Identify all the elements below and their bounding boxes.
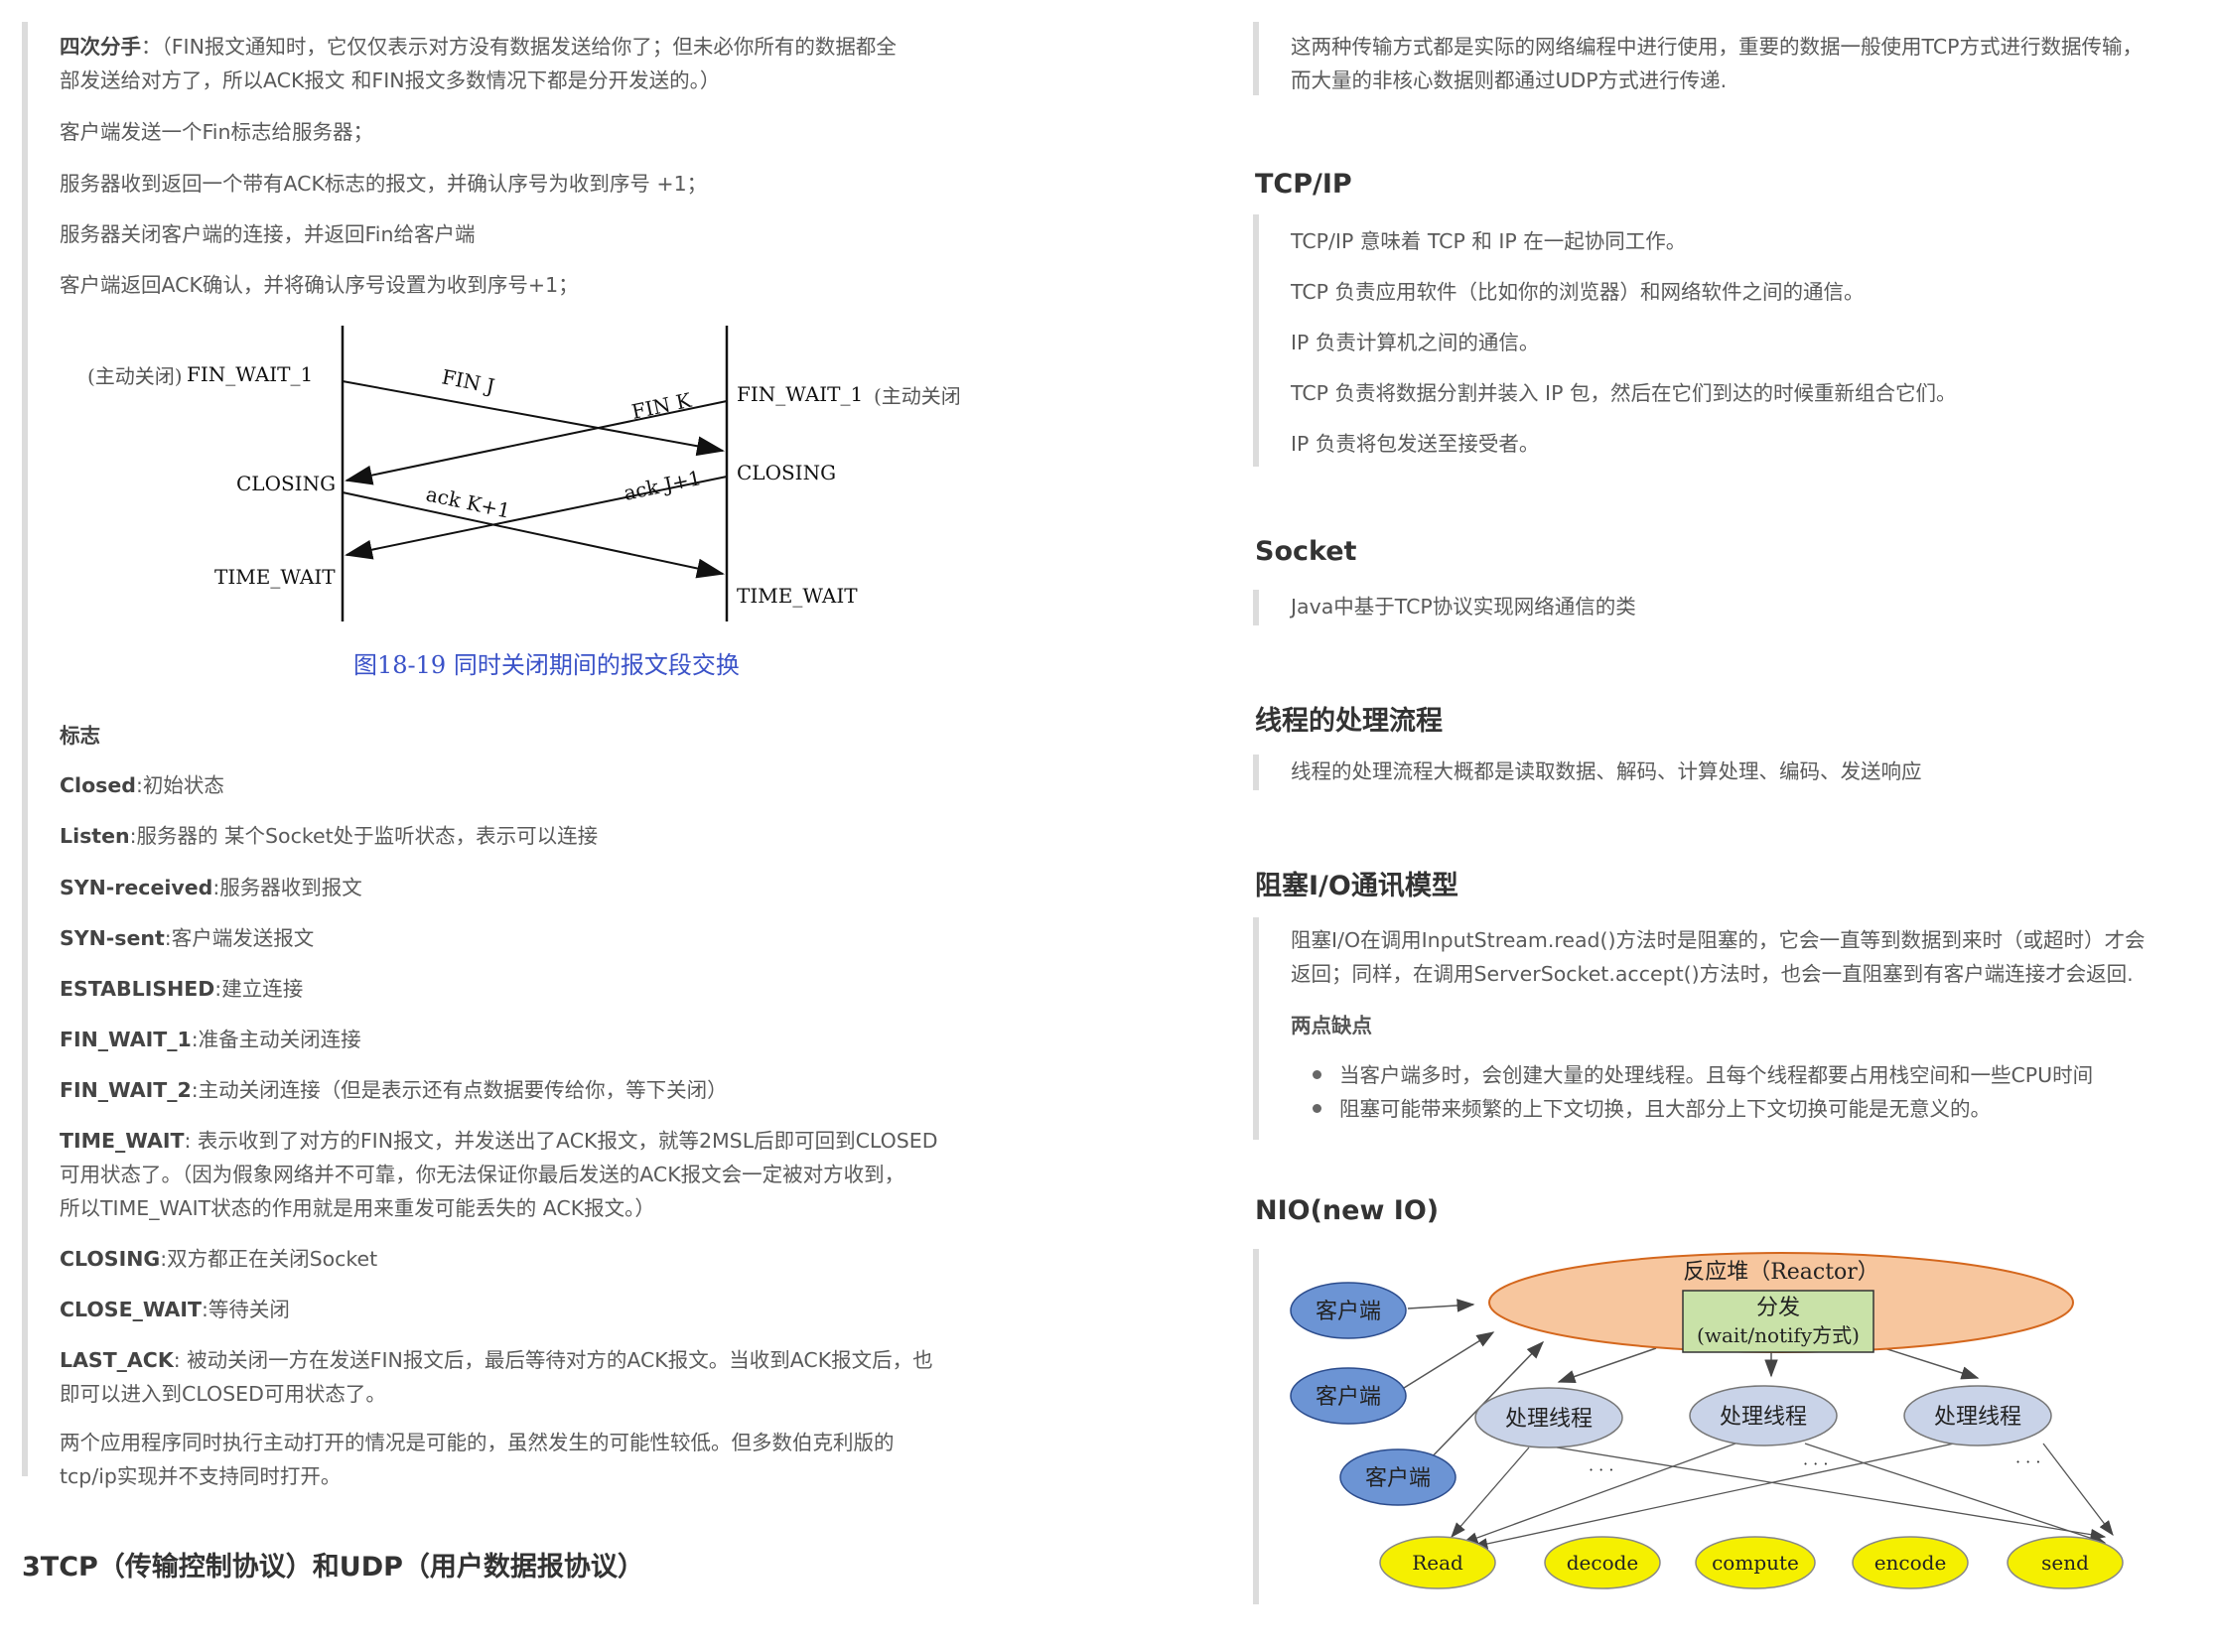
thread-flow-line: 线程的处理流程大概都是读取数据、解码、计算处理、编码、发送响应: [1291, 759, 1922, 783]
flag-listen: Listen:服务器的 某个Socket处于监听状态，表示可以连接: [60, 824, 599, 848]
tcpip-line-5: IP 负责将包发送至接受者。: [1291, 432, 1540, 456]
op-decode-label: decode: [1567, 1551, 1639, 1575]
tcpip-heading: TCP/IP: [1255, 169, 1352, 200]
tcpip-blockquote: TCP/IP 意味着 TCP 和 IP 在一起协同工作。 TCP 负责应用软件（…: [1253, 214, 2216, 467]
bio-heading: 阻塞I/O通讯模型: [1255, 871, 1458, 901]
four-way-handshake-para: 四次分手：（FIN报文通知时，它仅仅表示对方没有数据发送给你了；但未必你所有的数…: [60, 30, 975, 64]
worker-label-1: 处理线程: [1505, 1407, 1593, 1432]
right-active-close-tag: (主动关闭: [874, 384, 961, 408]
op-compute: [1695, 1536, 1816, 1589]
four-way-text-1: ：（FIN报文通知时，它仅仅表示对方没有数据发送给你了；但未必你所有的数据都全: [141, 35, 897, 59]
op-encode-label: encode: [1874, 1551, 1947, 1575]
nio-blockquote: 反应堆（Reactor） 分发 (wait/notify方式) 客户端 客户端 …: [1253, 1249, 2216, 1604]
dispatch-box: [1682, 1290, 1874, 1353]
worker-label-2: 处理线程: [1720, 1405, 1807, 1430]
dots-2: · · ·: [1803, 1454, 1828, 1473]
client-label-1: 客户端: [1316, 1300, 1381, 1324]
dots-1: · · ·: [1589, 1460, 1613, 1479]
bio-blockquote: 阻塞I/O在调用InputStream.read()方法时是阻塞的，它会一直等到…: [1253, 917, 2216, 1140]
msg-ack-k1: ack K+1: [424, 482, 512, 522]
right-time-wait: TIME_WAIT: [737, 584, 858, 608]
left-active-close-tag: (主动关闭): [87, 364, 183, 388]
tcp-udp-heading: 3TCP（传输控制协议）和UDP（用户数据报协议）: [22, 1552, 644, 1583]
flag-established: ESTABLISHED:建立连接: [60, 977, 304, 1001]
flag-syn-received: SYN-received:服务器收到报文: [60, 876, 362, 899]
bio-drawbacks-title: 两点缺点: [1291, 1014, 1372, 1037]
four-way-text-2: 部发送给对方了，所以ACK报文 和FIN报文多数情况下都是分开发送的。）: [60, 69, 721, 92]
nio-heading: NIO(new IO): [1255, 1195, 1440, 1226]
tcpip-line-1: TCP/IP 意味着 TCP 和 IP 在一起协同工作。: [1291, 229, 1687, 253]
socket-heading: Socket: [1255, 536, 1357, 567]
intro-blockquote: 这两种传输方式都是实际的网络编程中进行使用，重要的数据一般使用TCP方式进行数据…: [1253, 22, 2216, 95]
tcpip-line-2: TCP 负责应用软件（比如你的浏览器）和网络软件之间的通信。: [1291, 280, 1865, 304]
op-send-label: send: [2041, 1551, 2089, 1575]
flag-fin-wait-1: FIN_WAIT_1:准备主动关闭连接: [60, 1028, 361, 1051]
flag-closing: CLOSING:双方都正在关闭Socket: [60, 1247, 378, 1271]
tcpip-line-3: IP 负责计算机之间的通信。: [1291, 331, 1540, 354]
worker-node-3: [1903, 1385, 2052, 1446]
tcpip-line-4: TCP 负责将数据分割并装入 IP 包，然后在它们到达的时候重新组合它们。: [1291, 381, 1957, 405]
figure-caption: 图18-19 同时关闭期间的报文段交换: [353, 651, 740, 679]
op-compute-label: compute: [1712, 1551, 1799, 1575]
op-decode: [1544, 1536, 1661, 1589]
left-fin-wait-1: FIN_WAIT_1: [187, 362, 313, 386]
flag-last-ack-line-2: 即可以进入到CLOSED可用状态了。: [60, 1382, 386, 1406]
worker-node-1: [1474, 1387, 1623, 1448]
close-step-3: 服务器关闭客户端的连接，并返回Fin给客户端: [60, 222, 476, 246]
flag-closed: Closed:初始状态: [60, 773, 224, 797]
flag-fin-wait-2: FIN_WAIT_2:主动关闭连接（但是表示还有点数据要传给你，等下关闭）: [60, 1078, 728, 1102]
flag-time-wait: TIME_WAIT: 表示收到了对方的FIN报文，并发送出了ACK报文，就等2M…: [60, 1129, 938, 1153]
four-way-label: 四次分手: [60, 35, 141, 59]
flag-close-wait: CLOSE_WAIT:等待关闭: [60, 1298, 290, 1321]
dispatch-mode-label: (wait/notify方式): [1697, 1323, 1860, 1347]
msg-fin-j: FIN J: [440, 364, 496, 398]
client-label-2: 客户端: [1316, 1385, 1381, 1410]
close-step-2: 服务器收到返回一个带有ACK标志的报文，并确认序号为收到序号 +1；: [60, 172, 708, 196]
simultaneous-open-note-1: 两个应用程序同时执行主动打开的情况是可能的，虽然发生的可能性较低。但多数伯克利版…: [60, 1431, 895, 1454]
dispatch-label: 分发: [1756, 1296, 1800, 1320]
flag-syn-sent: SYN-sent:客户端发送报文: [60, 926, 315, 950]
worker-label-3: 处理线程: [1934, 1405, 2021, 1430]
close-step-1: 客户端发送一个Fin标志给服务器；: [60, 120, 373, 144]
intro-line-2: 而大量的非核心数据则都通过UDP方式进行传递.: [1291, 69, 1728, 92]
intro-line-1: 这两种传输方式都是实际的网络编程中进行使用，重要的数据一般使用TCP方式进行数据…: [1291, 35, 2143, 59]
flag-last-ack: LAST_ACK: 被动关闭一方在发送FIN报文后，最后等待对方的ACK报文。当…: [60, 1348, 933, 1372]
socket-line: Java中基于TCP协议实现网络通信的类: [1291, 595, 1636, 619]
client-node-2: [1290, 1367, 1407, 1425]
thread-flow-heading: 线程的处理流程: [1255, 706, 1443, 737]
bio-line-1: 阻塞I/O在调用InputStream.read()方法时是阻塞的，它会一直等到…: [1291, 928, 2146, 952]
msg-fin-k: FIN K: [629, 388, 694, 424]
op-read: [1379, 1536, 1496, 1589]
worker-node-2: [1689, 1385, 1838, 1446]
tcp-close-blockquote: 四次分手：（FIN报文通知时，它仅仅表示对方没有数据发送给你了；但未必你所有的数…: [22, 22, 975, 1488]
nio-reactor-diagram: 反应堆（Reactor） 分发 (wait/notify方式) 客户端 客户端 …: [1290, 1252, 2124, 1589]
msg-ack-j1: ack J+1: [622, 466, 703, 505]
bio-line-2: 返回；同样，在调用ServerSocket.accept()方法时，也会一直阻塞…: [1291, 962, 2134, 986]
op-encode: [1852, 1536, 1969, 1589]
right-fin-wait-1: FIN_WAIT_1: [737, 382, 863, 406]
left-closing: CLOSING: [236, 472, 336, 495]
left-time-wait: TIME_WAIT: [214, 565, 336, 589]
socket-blockquote: Java中基于TCP协议实现网络通信的类: [1253, 590, 2216, 625]
simultaneous-close-diagram: (主动关闭) FIN_WAIT_1 CLOSING TIME_WAIT FIN_…: [87, 326, 961, 679]
right-closing: CLOSING: [737, 461, 836, 484]
flag-time-wait-line-3: 所以TIME_WAIT状态的作用就是用来重发可能丢失的 ACK报文。）: [60, 1196, 655, 1220]
flag-time-wait-line-2: 可用状态了。（因为假象网络并不可靠，你无法保证你最后发送的ACK报文会一定被对方…: [60, 1163, 905, 1186]
client-label-3: 客户端: [1365, 1466, 1431, 1491]
dots-3: · · ·: [2015, 1452, 2040, 1471]
reactor-label: 反应堆（Reactor）: [1683, 1260, 1879, 1285]
op-send: [2007, 1536, 2124, 1589]
bio-drawback-2: 阻塞可能带来频繁的上下文切换，且大部分上下文切换可能是无意义的。: [1313, 1092, 1991, 1126]
flags-title: 标志: [60, 724, 100, 748]
op-read-label: Read: [1412, 1551, 1463, 1575]
bio-drawback-1: 当客户端多时，会创建大量的处理线程。且每个线程都要占用栈空间和一些CPU时间: [1313, 1058, 2093, 1092]
close-step-4: 客户端返回ACK确认，并将确认序号设置为收到序号+1；: [60, 273, 579, 297]
client-node-3: [1339, 1448, 1457, 1506]
thread-flow-blockquote: 线程的处理流程大概都是读取数据、解码、计算处理、编码、发送响应: [1253, 755, 2216, 790]
client-node-1: [1290, 1282, 1407, 1339]
simultaneous-open-note-2: tcp/ip实现并不支持同时打开。: [60, 1464, 342, 1488]
